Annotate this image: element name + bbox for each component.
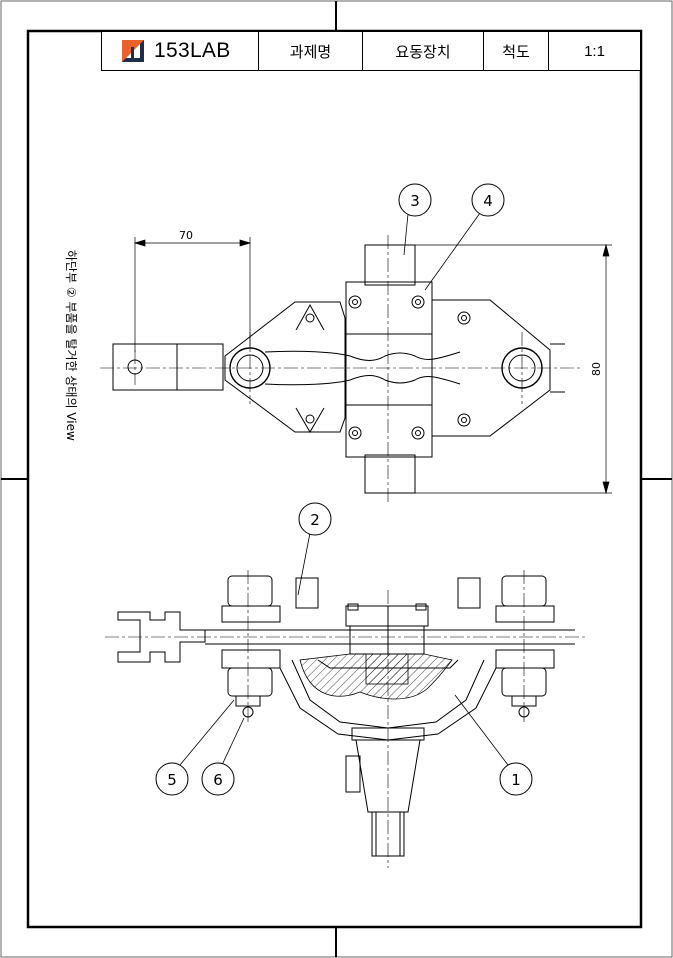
svg-text:2: 2: [310, 511, 320, 529]
svg-text:4: 4: [483, 192, 493, 210]
svg-text:5: 5: [167, 771, 177, 789]
dimension-80-label: 80: [590, 362, 603, 376]
balloon-1: 1: [499, 762, 533, 796]
title-label: 과제명: [259, 32, 363, 70]
title-block: 153LAB 과제명 요동장치 척도 1:1: [101, 31, 641, 71]
svg-text:1: 1: [511, 771, 521, 789]
balloon-2: 2: [298, 502, 332, 536]
title-value: 요동장치: [363, 32, 484, 70]
balloon-4: 4: [471, 183, 505, 217]
lab-logo-icon: [122, 40, 144, 62]
svg-text:6: 6: [213, 771, 223, 789]
top-view-centerlines: [100, 235, 580, 505]
drawing-frame: [26, 29, 643, 929]
dimension-70: [133, 237, 252, 352]
title-block-logo-cell: 153LAB: [102, 32, 259, 70]
scale-label: 척도: [484, 32, 549, 70]
scale-value: 1:1: [584, 42, 605, 60]
balloon-3: 3: [398, 183, 432, 217]
dimension-80: [415, 243, 612, 495]
dimension-70-label: 70: [179, 229, 193, 242]
front-view-block-hatch: [365, 653, 409, 685]
front-view: [117, 575, 575, 857]
front-view-centerlines: [105, 570, 585, 868]
balloon-5: 5: [155, 762, 189, 796]
leader-lines: [179, 212, 509, 766]
svg-text:3: 3: [410, 192, 420, 210]
top-view: [112, 244, 565, 494]
side-note-text: 하단부 ② 부품을 탈거한 상태의 View: [64, 250, 78, 441]
lab-name: 153LAB: [154, 39, 231, 62]
balloon-6: 6: [201, 762, 235, 796]
